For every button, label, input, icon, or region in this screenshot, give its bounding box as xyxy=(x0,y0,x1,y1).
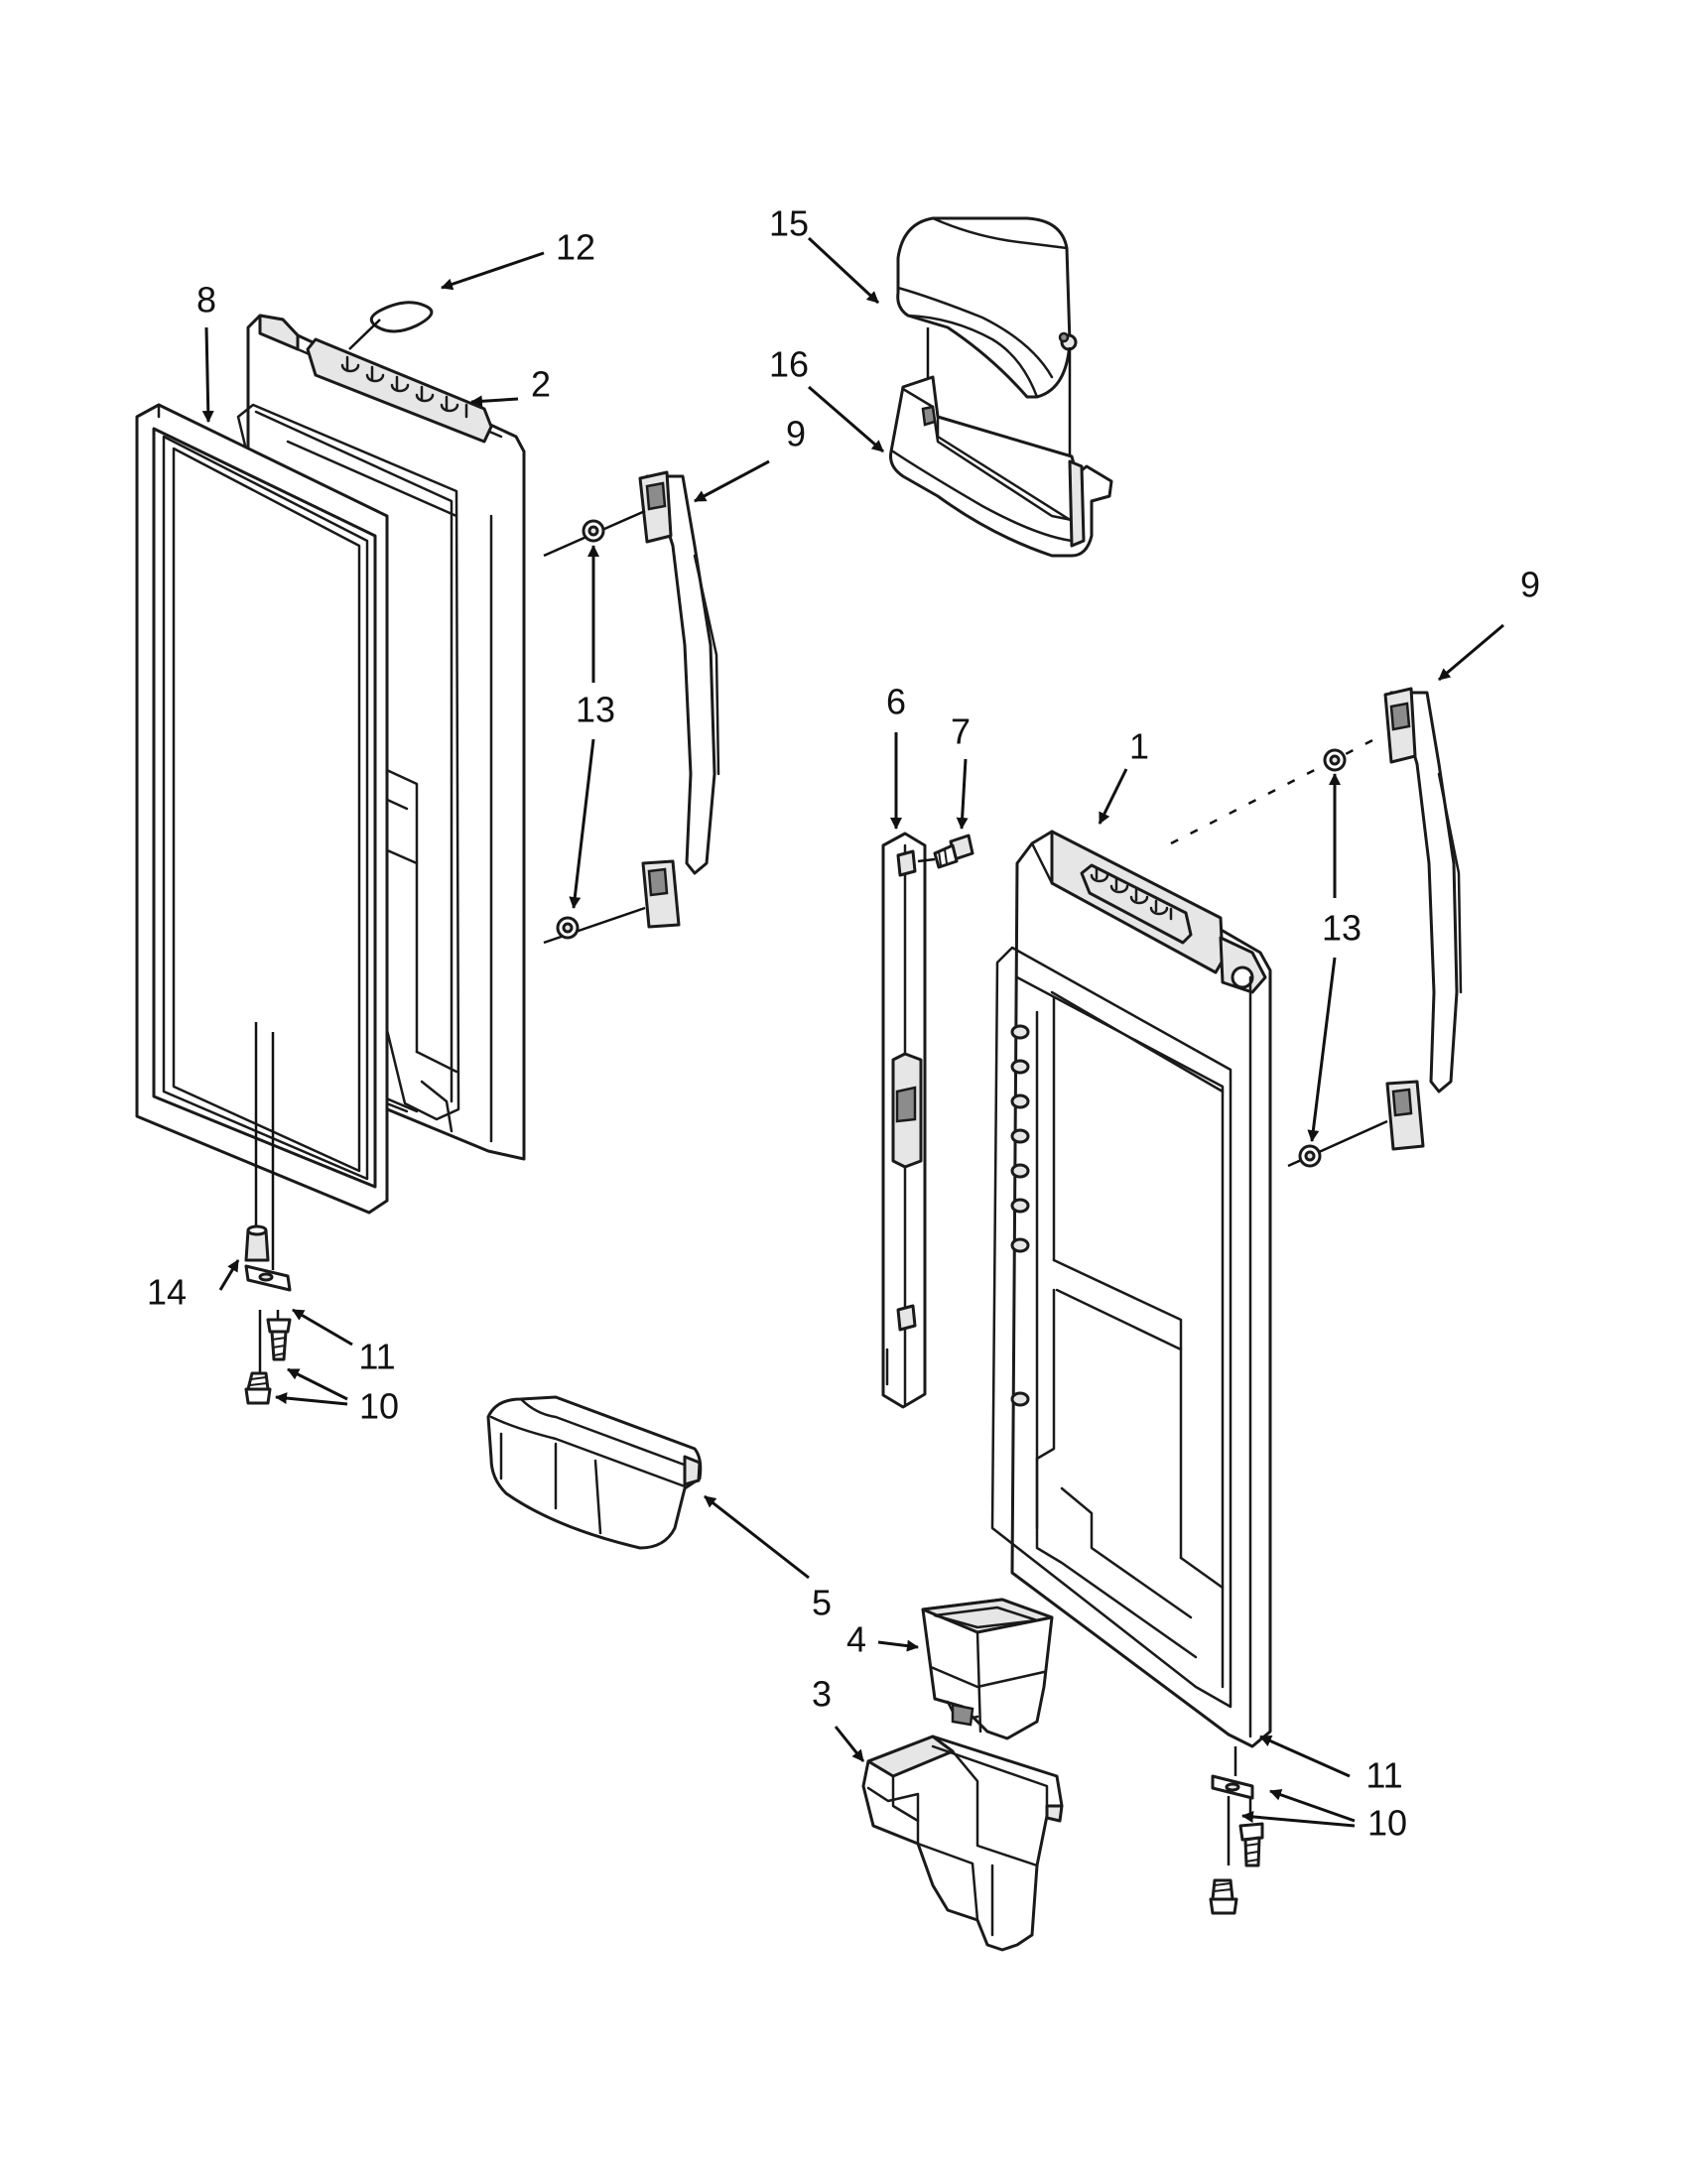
callout-15: 15 xyxy=(769,203,809,244)
right-handle-screws-part-13 xyxy=(1170,732,1388,1168)
callout-labels: 1 2 3 4 5 6 7 8 9 9 10 10 11 11 12 13 13… xyxy=(147,203,1540,1844)
callout-13-right: 13 xyxy=(1322,908,1362,949)
left-hinge-hardware xyxy=(244,1022,292,1405)
callout-13-left: 13 xyxy=(576,690,615,730)
callout-7: 7 xyxy=(951,711,971,752)
callout-14: 14 xyxy=(147,1272,187,1313)
callout-12: 12 xyxy=(556,227,595,268)
hinge-screw-part-10-lower xyxy=(244,1371,272,1405)
callout-4: 4 xyxy=(846,1619,866,1660)
sub-bin-part-4 xyxy=(921,1598,1054,1740)
hinge-screw-part-10-upper xyxy=(266,1318,292,1361)
bin-holder-part-3 xyxy=(861,1734,1064,1952)
callout-5: 5 xyxy=(812,1583,832,1623)
callout-10-right: 10 xyxy=(1367,1803,1407,1844)
right-hinge-shim-part-11 xyxy=(1211,1774,1254,1800)
door-gasket-part-8 xyxy=(135,403,389,1215)
gasket-ribbon-part-12 xyxy=(348,301,434,350)
callout-11-left: 11 xyxy=(358,1337,395,1377)
callout-2: 2 xyxy=(531,364,551,405)
callout-8: 8 xyxy=(196,280,216,321)
callout-3: 3 xyxy=(812,1674,832,1715)
door-bin-part-5 xyxy=(486,1395,703,1550)
callout-10-left: 10 xyxy=(359,1386,399,1427)
callout-1: 1 xyxy=(1129,726,1149,767)
deli-drawer-bin-part-16 xyxy=(889,375,1113,558)
mullion-screw-part-7 xyxy=(917,834,974,869)
left-handle-part-9 xyxy=(638,470,720,929)
right-hinge-screw-part-10-upper xyxy=(1238,1822,1264,1867)
hinge-shim-part-11 xyxy=(244,1264,292,1292)
callout-11-right: 11 xyxy=(1365,1755,1402,1796)
right-handle-part-9 xyxy=(1383,687,1463,1151)
hinge-pin-part-14 xyxy=(244,1224,270,1262)
flipper-mullion-part-6 xyxy=(881,832,927,1409)
callout-6: 6 xyxy=(886,682,906,722)
deli-drawer-cover-part-15 xyxy=(896,216,1078,461)
callout-9-right: 9 xyxy=(1520,565,1540,605)
right-hinge-hardware xyxy=(1209,1746,1264,1915)
callout-9-left: 9 xyxy=(786,414,806,454)
right-hinge-screw-part-10-lower xyxy=(1209,1878,1238,1915)
left-handle-screws-part-13 xyxy=(543,509,646,945)
right-door-part-1 xyxy=(990,830,1272,1748)
right-door-shelf-pegs xyxy=(1010,1024,1030,1407)
callout-16: 16 xyxy=(769,344,809,385)
leader-lines xyxy=(201,236,1504,1828)
